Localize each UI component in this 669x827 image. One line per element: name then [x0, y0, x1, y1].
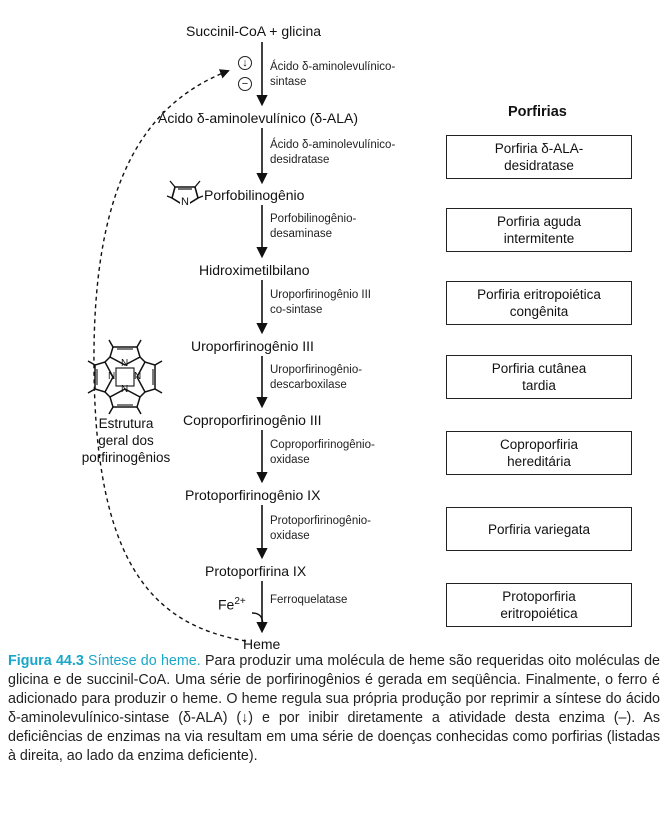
caption-text: Para produzir uma molécula de heme são r… — [8, 653, 660, 764]
enzyme-uro-decarboxylase: Uroporfirinogênio- descarboxilase — [270, 364, 363, 391]
disease-box-hereditary-coproporphyria: Coproporfiria hereditária — [446, 431, 632, 475]
inhibition-symbol: − — [238, 77, 252, 91]
metabolite-coproporphyrinogen-iii: Coproporfirinogênio III — [183, 412, 322, 428]
caption-label: Figura 44.3 — [8, 653, 84, 669]
porphyrinogen-n-top: N — [121, 358, 129, 369]
disease-label: Protoporfiria eritropoiética — [500, 589, 578, 621]
enzyme-pbg-deaminase: Porfobilinogênio- desaminase — [270, 213, 357, 240]
pyrrole-icon — [166, 180, 204, 207]
figure-caption: Figura 44.3 Síntese do heme. Para produz… — [8, 652, 660, 766]
repression-symbol: ↓ — [238, 56, 252, 70]
metabolite-ala: Ácido δ-aminolevulínico (δ-ALA) — [158, 110, 358, 126]
disease-label: Porfiria aguda intermitente — [496, 214, 582, 246]
disease-box-ala-dehydratase: Porfiria δ-ALA- desidratase — [446, 135, 632, 179]
enzyme-ala-synthase: Ácido δ-aminolevulínico- sintase — [270, 61, 396, 88]
feedback-arc — [93, 69, 247, 642]
caption-title: Síntese do heme. — [88, 653, 201, 669]
enzyme-ferrochelatase: Ferroquelatase — [270, 594, 348, 606]
enzyme-proto-oxidase: Protoporfirinogênio- oxidase — [270, 515, 372, 542]
disease-box-variegate: Porfiria variegata — [446, 507, 632, 551]
metabolite-uroporphyrinogen-iii: Uroporfirinogênio III — [191, 338, 314, 354]
metabolite-heme: Heme — [243, 636, 281, 652]
disease-label: Porfiria cutânea tardia — [491, 361, 587, 393]
structure-label: Estrutura geral dos porfirinogênios — [81, 416, 171, 465]
disease-box-cutanea-tarda: Porfiria cutânea tardia — [446, 355, 632, 399]
enzyme-ala-dehydratase: Ácido δ-aminolevulínico- desidratase — [270, 139, 396, 166]
pyrrole-n-label: N — [180, 196, 190, 208]
porphyrinogen-n-bottom: N — [121, 384, 129, 395]
metabolite-succinyl-coa-glycine: Succinil-CoA + glicina — [186, 23, 322, 39]
enzyme-uro-iii-cosynthase: Uroporfirinogênio III co-sintase — [270, 289, 371, 316]
porphyrinogen-n-left: N — [108, 371, 116, 382]
metabolite-hydroxymethylbilane: Hidroximetilbilano — [199, 262, 310, 278]
porphyrias-header: Porfirias — [508, 104, 567, 120]
metabolite-porphobilinogen: Porfobilinogênio — [204, 187, 305, 203]
iron-label: Fe2+ — [218, 596, 246, 613]
metabolite-protoporphyrin-ix: Protoporfirina IX — [205, 563, 307, 579]
disease-label: Porfiria variegata — [487, 521, 591, 537]
iron-entry-curve — [251, 612, 264, 631]
iron-symbol: Fe — [218, 596, 235, 613]
porphyrinogen-n-right: N — [134, 371, 142, 382]
porphyrinogen-structure-icon — [87, 339, 163, 415]
metabolite-protoporphyrinogen-ix: Protoporfirinogênio IX — [185, 487, 321, 503]
disease-label: Porfiria δ-ALA- desidratase — [494, 141, 584, 173]
disease-box-congenital-erythropoietic: Porfiria eritropoiética congênita — [446, 281, 632, 325]
disease-label: Coproporfiria hereditária — [499, 437, 579, 469]
disease-box-erythropoietic-protoporphyria: Protoporfiria eritropoiética — [446, 583, 632, 627]
iron-charge: 2+ — [234, 596, 246, 607]
disease-label: Porfiria eritropoiética congênita — [477, 287, 601, 319]
disease-box-acute-intermittent: Porfiria aguda intermitente — [446, 208, 632, 252]
pathway-diagram — [87, 42, 268, 642]
enzyme-copro-oxidase: Coproporfirinogênio- oxidase — [270, 439, 375, 466]
